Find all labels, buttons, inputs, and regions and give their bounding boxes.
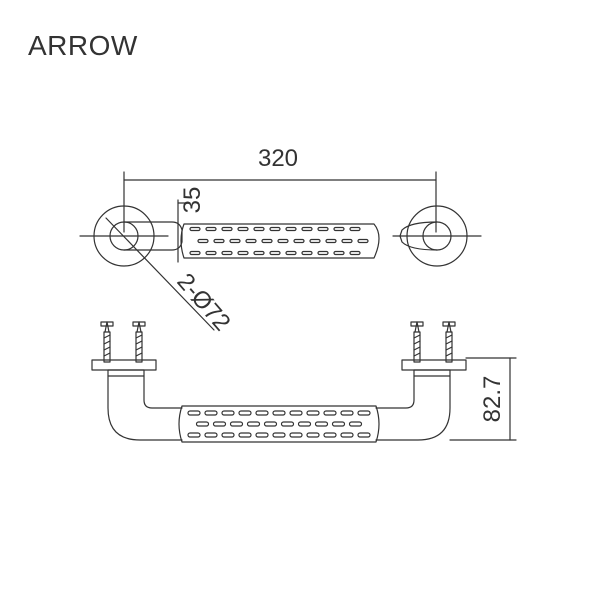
grip-slot <box>221 432 235 438</box>
dim-flange-width: 35 <box>177 187 206 263</box>
grip-slot <box>238 432 252 438</box>
left-screw-2 <box>132 321 146 363</box>
grip-slot <box>348 421 363 427</box>
grip-slot <box>237 226 249 232</box>
dim-length: 320 <box>123 145 437 233</box>
left-flange-base <box>107 369 145 377</box>
grip-slot <box>221 250 233 256</box>
grip-slot <box>195 421 210 427</box>
grip-slot <box>357 238 369 244</box>
grip-slot <box>245 238 257 244</box>
grip-slot <box>272 432 286 438</box>
grip-slot <box>213 238 225 244</box>
left-flange-plate <box>91 359 157 371</box>
grip-slot <box>293 238 305 244</box>
grip-slot <box>238 410 252 416</box>
dim-flange-width-label: 35 <box>179 187 206 214</box>
grip-slot <box>277 238 289 244</box>
grip-slot <box>205 226 217 232</box>
grip-slot <box>289 410 303 416</box>
right-screw-2 <box>442 321 456 363</box>
grip-slot <box>212 421 227 427</box>
grip-slot <box>297 421 312 427</box>
grip-slot <box>333 226 345 232</box>
grip-slot <box>285 250 297 256</box>
right-flange-base <box>413 369 451 377</box>
grip-slot <box>285 226 297 232</box>
grip-slot <box>229 421 244 427</box>
top-view: 320 35 2-Ø7 <box>79 145 482 336</box>
grip-slot <box>255 410 269 416</box>
grip-slot <box>263 421 278 427</box>
grip-slot <box>306 410 320 416</box>
grip-slot <box>340 432 354 438</box>
grip-slot <box>237 250 249 256</box>
grip-slot <box>309 238 321 244</box>
grip-side-pattern <box>187 410 371 438</box>
bent-tube <box>107 375 451 441</box>
grip-slot <box>357 432 371 438</box>
grip-slot <box>301 226 313 232</box>
grip-slot <box>317 226 329 232</box>
grip-slot <box>289 432 303 438</box>
grip-slot <box>269 250 281 256</box>
right-screw-1 <box>410 321 424 363</box>
side-view: 82.7 <box>91 321 517 443</box>
grip-slot <box>323 432 337 438</box>
grip-slot <box>221 410 235 416</box>
grip-slot <box>255 432 269 438</box>
grip-slot <box>272 410 286 416</box>
grip-slot <box>197 238 209 244</box>
grip-slot <box>306 432 320 438</box>
grip-slot <box>269 226 281 232</box>
grip-slot <box>317 250 329 256</box>
dim-length-label: 320 <box>258 145 298 172</box>
grip-slot <box>349 226 361 232</box>
right-flange-plate <box>401 359 467 371</box>
dim-height: 82.7 <box>449 357 517 441</box>
grip-slot <box>331 421 346 427</box>
grip-slot <box>340 410 354 416</box>
grip-slot <box>341 238 353 244</box>
grip-slot <box>204 432 218 438</box>
grip-slot <box>187 410 201 416</box>
grip-slot <box>205 250 217 256</box>
grip-slot <box>253 226 265 232</box>
dim-flange-diameter-label: 2-Ø72 <box>171 268 235 336</box>
grip-slot <box>204 410 218 416</box>
brand-title: ARROW <box>28 30 138 61</box>
grip-slot <box>253 250 265 256</box>
grip-slot <box>189 226 201 232</box>
left-screw-1 <box>100 321 114 363</box>
grip-side <box>178 405 380 443</box>
grip-slot <box>221 226 233 232</box>
grip-slot <box>261 238 273 244</box>
grip-slot <box>229 238 241 244</box>
grip-slot <box>323 410 337 416</box>
grip-top <box>180 223 380 259</box>
grip-slot <box>314 421 329 427</box>
grip-slot <box>246 421 261 427</box>
grip-slot <box>301 250 313 256</box>
grip-slot <box>280 421 295 427</box>
grip-slot <box>325 238 337 244</box>
grip-slot <box>349 250 361 256</box>
grip-top-pattern <box>189 226 369 256</box>
grip-slot <box>333 250 345 256</box>
grip-slot <box>189 250 201 256</box>
right-flange-top <box>392 205 482 267</box>
left-neck-top <box>123 221 183 251</box>
dim-height-label: 82.7 <box>479 376 506 423</box>
right-neck-top <box>399 221 438 251</box>
grip-slot <box>357 410 371 416</box>
grip-slot <box>187 432 201 438</box>
